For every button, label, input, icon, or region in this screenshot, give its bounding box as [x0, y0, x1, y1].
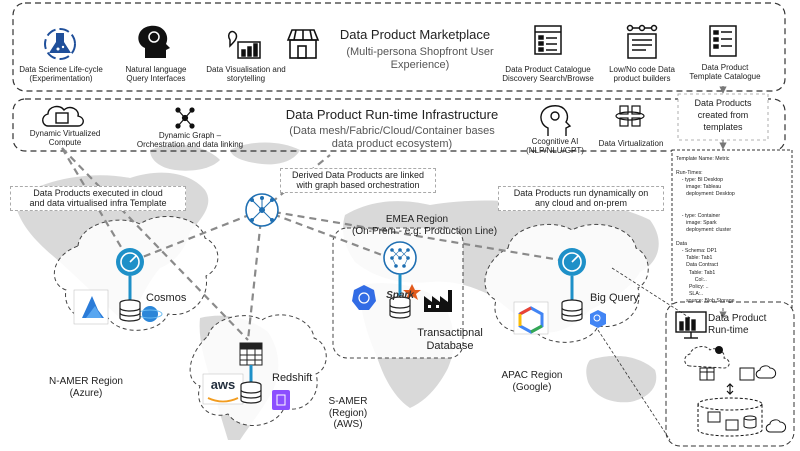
template-line: - type: Container	[676, 212, 721, 219]
vertical-link-icon	[726, 383, 734, 395]
factory-icon	[424, 290, 452, 312]
runtime-infra-title: Data Product Run-time Infrastructure	[285, 107, 499, 122]
apac-service-label: Big Query	[590, 292, 639, 304]
template-line: Policy: ..	[676, 283, 709, 290]
marketplace-item-label: Data Science Life-cycle(Experimentation)	[19, 65, 103, 84]
template-line: source: Blob Storage	[676, 297, 735, 304]
emea-region-label: EMEA Region(On-Prem - e.g. Production Li…	[352, 214, 498, 237]
samer-region-label: S-AMER(Region)(AWS)	[328, 396, 368, 430]
template-line: Template Name: Metric	[676, 156, 730, 162]
template-box	[671, 149, 793, 309]
redshift-logo-icon	[272, 390, 290, 410]
apac-gauge-icon	[558, 248, 586, 300]
template-catalogue-icon	[709, 25, 737, 57]
template-line: - type: BI Desktop	[676, 177, 723, 184]
cloud-compute-icon	[42, 105, 84, 127]
catalogue-icon	[534, 25, 562, 55]
aws-logo-icon	[202, 373, 244, 405]
template-line: Data	[676, 241, 687, 248]
kubernetes-logo-icon	[352, 285, 376, 310]
builder-icon	[626, 24, 658, 59]
template-line: Data Contract	[676, 262, 719, 269]
marketplace-box	[12, 2, 786, 92]
shopfront-icon	[286, 29, 320, 59]
apac-region-label: APAC Region(Google)	[501, 370, 563, 393]
template-line: deployment: Desktop	[676, 191, 735, 198]
google-cloud-logo-icon	[513, 301, 549, 335]
connectors	[61, 147, 573, 341]
runtime-item-label: Ccognitive AI(NLP/NLU/GPT)	[526, 137, 584, 156]
ai-head-icon	[540, 105, 572, 136]
template-line: Table: Tab1	[676, 269, 716, 276]
namer-region-label: N-AMER Region(Azure)	[49, 376, 123, 399]
template-line	[676, 199, 786, 206]
created-from-templates-box	[677, 93, 769, 141]
marketplace-title: Data Product Marketplace	[339, 27, 491, 42]
template-line: image: Tableau	[676, 184, 722, 191]
runtime-infra-subtitle-line2: data product ecosystem)	[331, 138, 453, 150]
emea-region-box	[332, 227, 464, 359]
graph-hub-icon	[245, 193, 279, 227]
template-line: deployment: cluster	[676, 226, 732, 233]
samer-service-label: Redshift	[272, 372, 313, 384]
emea-database-icon	[389, 296, 411, 319]
template-line: Col:..	[676, 276, 707, 283]
namer-service-label: Cosmos	[146, 292, 187, 304]
dashboard-monitor-icon	[675, 311, 707, 339]
template-line: Run-Times:	[676, 170, 703, 177]
template-line: - Schema: DP1	[676, 248, 717, 255]
template-line	[676, 206, 786, 213]
spark-logo-text: Spark	[386, 290, 414, 301]
marketplace-subtitle-line2: Experience)	[390, 59, 450, 71]
samer-database-icon	[240, 381, 262, 404]
marketplace-subtitle-line1: (Multi-persona Shopfront User	[346, 46, 494, 58]
samer-region-cloud	[189, 314, 327, 426]
bigquery-logo-icon	[590, 310, 606, 328]
template-line: SLA:..	[676, 290, 704, 297]
namer-gauge-icon	[116, 248, 144, 300]
runtime-item-label: Dynamic Graph –Orchestration and data li…	[136, 131, 244, 150]
template-line	[676, 234, 786, 241]
db-cluster-icon	[697, 397, 787, 437]
namer-database-icon	[119, 299, 141, 322]
spark-logo-icon	[403, 284, 421, 300]
graph-icon	[175, 107, 195, 129]
template-line: Table: Tab1	[676, 255, 713, 262]
runtime-item-label: Data Virtualization	[598, 139, 664, 148]
template-definition: Template Name: Metric Run-Times: - type:…	[676, 156, 786, 305]
template-line: image: Spark	[676, 219, 717, 226]
runtime-infra-box	[12, 98, 786, 152]
brain-head-icon	[138, 25, 170, 58]
emea-neural-net-icon	[383, 241, 417, 296]
template-line	[676, 163, 786, 170]
aws-logo-text: aws	[210, 377, 236, 392]
apac-database-icon	[561, 299, 583, 322]
azure-logo-icon	[73, 289, 109, 325]
runtime-infra-subtitle-line1: (Data mesh/Fabric/Cloud/Container bases	[289, 125, 495, 137]
virtualization-icon	[615, 105, 645, 127]
samer-table-icon	[239, 342, 263, 366]
flask-icon	[44, 28, 76, 60]
gear-cluster-icon	[684, 346, 777, 381]
visualisation-icon	[227, 30, 261, 59]
